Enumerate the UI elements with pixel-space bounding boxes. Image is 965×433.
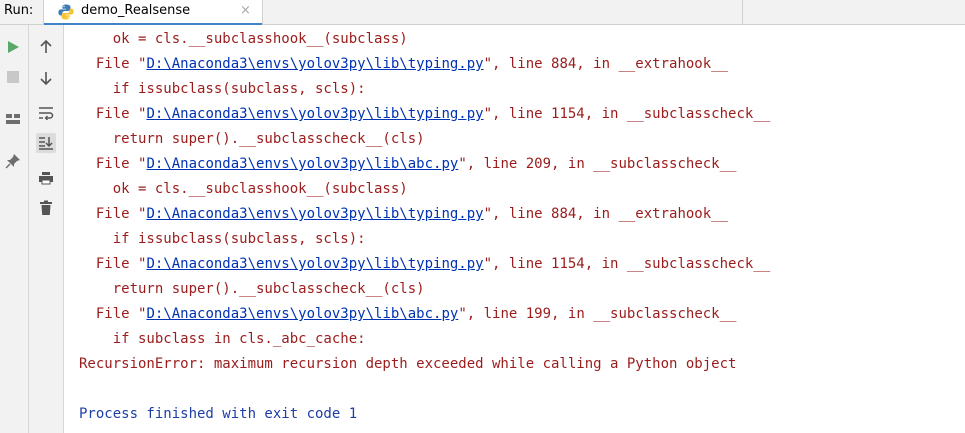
console-line: File "D:\Anaconda3\envs\yolov3py\lib\typ…: [79, 56, 729, 72]
run-toolbar-secondary: [29, 25, 64, 433]
console-line: File "D:\Anaconda3\envs\yolov3py\lib\abc…: [79, 306, 737, 322]
scroll-to-end-button[interactable]: [36, 133, 56, 153]
console-line: if issubclass(subclass, scls):: [79, 81, 366, 97]
console-output[interactable]: ok = cls.__subclasshook__(subclass) File…: [64, 25, 965, 433]
stop-button[interactable]: [3, 67, 23, 87]
console-line: File "D:\Anaconda3\envs\yolov3py\lib\typ…: [79, 106, 771, 122]
run-triangle-icon: [8, 41, 19, 53]
print-icon: [39, 172, 53, 185]
file-link[interactable]: D:\Anaconda3\envs\yolov3py\lib\abc.py: [146, 306, 459, 322]
run-toolbar-primary: [0, 25, 29, 433]
clear-button[interactable]: [36, 198, 56, 218]
console-line: File "D:\Anaconda3\envs\yolov3py\lib\typ…: [79, 256, 771, 272]
console-line: if issubclass(subclass, scls):: [79, 231, 366, 247]
close-icon[interactable]: ×: [240, 3, 251, 18]
layout-button[interactable]: [3, 109, 23, 129]
file-link[interactable]: D:\Anaconda3\envs\yolov3py\lib\typing.py: [146, 256, 484, 272]
file-link[interactable]: D:\Anaconda3\envs\yolov3py\lib\abc.py: [146, 156, 459, 172]
print-button[interactable]: [36, 168, 56, 188]
file-link[interactable]: D:\Anaconda3\envs\yolov3py\lib\typing.py: [146, 56, 484, 72]
trash-icon: [40, 200, 52, 215]
header-divider: [742, 0, 743, 25]
soft-wrap-icon: [39, 107, 54, 120]
stop-square-icon: [7, 71, 19, 83]
tab-demo-realsense[interactable]: demo_Realsense ×: [43, 0, 263, 26]
file-link[interactable]: D:\Anaconda3\envs\yolov3py\lib\typing.py: [146, 106, 484, 122]
layout-icon: [6, 114, 20, 124]
up-button[interactable]: [36, 37, 56, 57]
error-message: RecursionError: maximum recursion depth …: [79, 356, 737, 372]
tab-title: demo_Realsense: [81, 3, 191, 18]
arrow-up-icon: [40, 40, 52, 53]
console-line: File "D:\Anaconda3\envs\yolov3py\lib\typ…: [79, 206, 729, 222]
soft-wrap-button[interactable]: [36, 103, 56, 123]
run-header: Run: demo_Realsense ×: [0, 0, 965, 26]
down-button[interactable]: [36, 68, 56, 88]
console-line: ok = cls.__subclasshook__(subclass): [79, 181, 408, 197]
pin-button[interactable]: [3, 151, 23, 171]
rerun-button[interactable]: [3, 37, 23, 57]
exit-message: Process finished with exit code 1: [79, 406, 358, 422]
console-line: if subclass in cls._abc_cache:: [79, 331, 366, 347]
console-line: ok = cls.__subclasshook__(subclass): [79, 31, 408, 47]
console-line: return super().__subclasscheck__(cls): [79, 281, 425, 297]
python-icon: [57, 3, 75, 21]
run-label: Run:: [4, 3, 34, 18]
tab-active-indicator: [44, 23, 262, 26]
file-link[interactable]: D:\Anaconda3\envs\yolov3py\lib\typing.py: [146, 206, 484, 222]
console-line: return super().__subclasscheck__(cls): [79, 131, 425, 147]
pin-icon: [5, 154, 20, 169]
scroll-to-end-icon: [39, 137, 53, 150]
console-line: File "D:\Anaconda3\envs\yolov3py\lib\abc…: [79, 156, 737, 172]
arrow-down-icon: [40, 72, 52, 85]
